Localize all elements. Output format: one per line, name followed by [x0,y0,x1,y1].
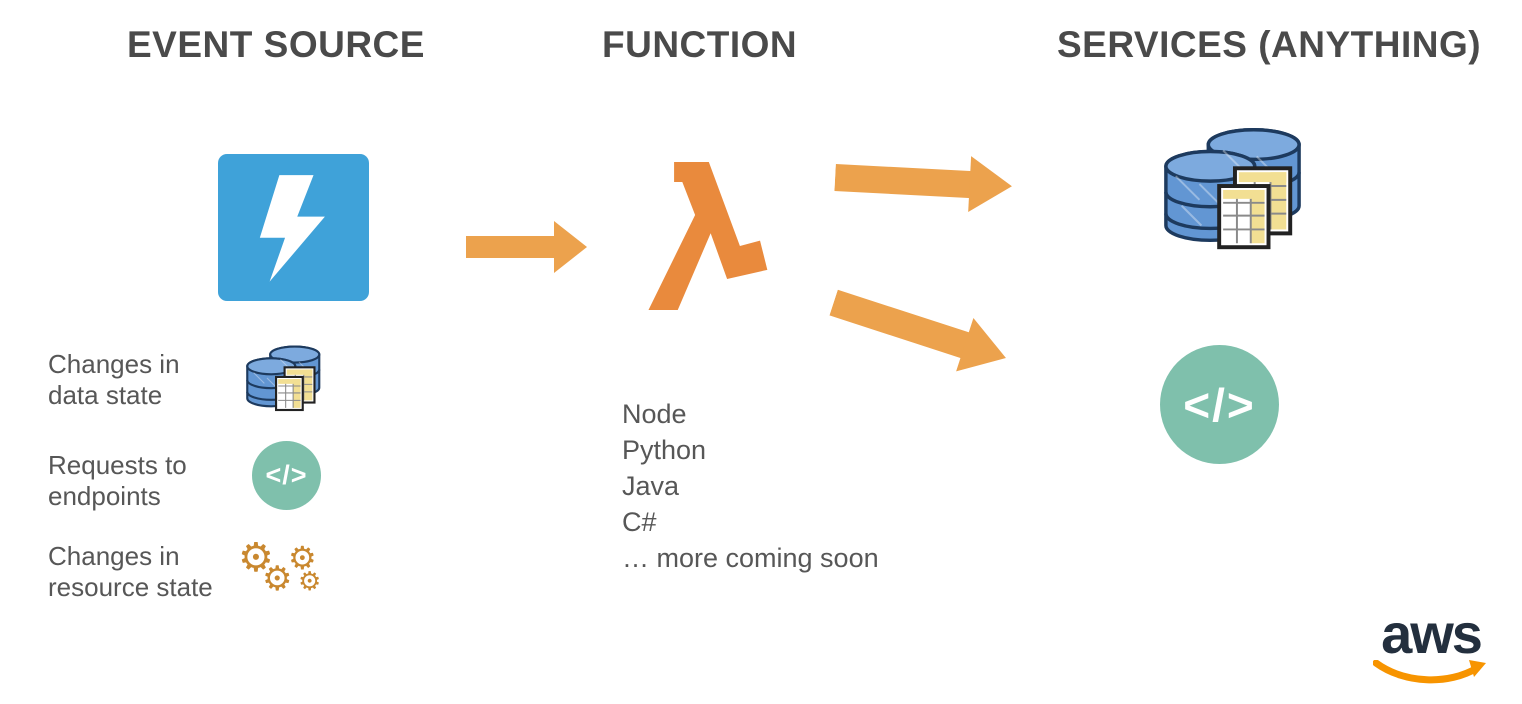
code-endpoint-icon: </> [252,441,321,510]
language-item: … more coming soon [622,543,879,573]
language-item: Python [622,435,707,465]
database-spreadsheet-icon-large [1158,118,1306,263]
languages-list: Node Python Java C# … more coming soon [622,396,879,576]
gear-icon: ⚙ [238,536,274,580]
event-item-resource-state-label: Changes in resource state [48,541,213,602]
arrow-function-to-database [833,147,1014,221]
lightning-bolt-icon [259,174,325,282]
gear-icon: ⚙ [288,540,317,576]
gears-icon: ⚙ ⚙ ⚙ ⚙ [238,538,330,602]
lambda-icon [643,153,771,324]
code-services-icon: </> [1160,345,1279,464]
column-header-event-source: EVENT SOURCE [127,24,425,65]
database-spreadsheet-icon-small [243,340,323,421]
language-item: Node [622,399,687,429]
arrow-event-to-function [466,221,588,278]
gear-icon: ⚙ [298,566,322,596]
column-header-function: FUNCTION [602,24,798,65]
aws-logo-text: aws [1381,602,1483,665]
event-item-data-state-label: Changes in data state [48,349,180,410]
aws-smile-icon [1372,659,1486,684]
aws-logo: aws [1372,602,1490,693]
language-item: C# [622,507,657,537]
event-item-endpoints-label: Requests to endpoints [48,450,187,511]
gear-icon: ⚙ [262,560,293,598]
column-header-services: SERVICES (ANYTHING) [1057,24,1482,65]
language-item: Java [622,471,680,501]
arrow-function-to-code [823,274,1016,392]
event-source-icon [218,154,369,301]
